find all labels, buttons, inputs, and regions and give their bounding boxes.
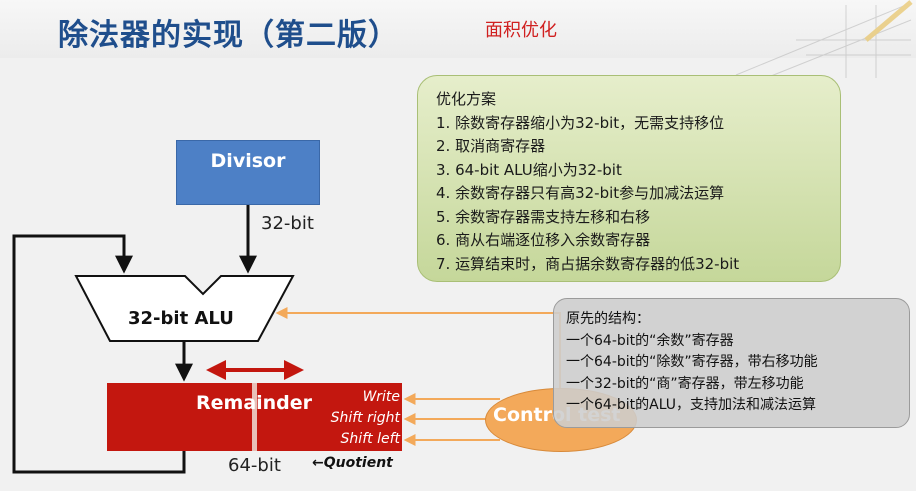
op-shift-right-label: Shift right [330,410,400,426]
page-subtitle: 面积优化 [485,20,557,41]
title-bar: 除法器的实现（第二版） 面积优化 [0,0,916,79]
optimization-item: 3. 64-bit ALU缩小为32-bit [436,160,622,179]
decorative-sketch [735,0,913,79]
page-title: 除法器的实现（第二版） [58,18,399,53]
optimization-item: 7. 运算结束时，商占据余数寄存器的低32-bit [436,254,740,273]
optimization-item: 4. 余数寄存器只有高32-bit参与加减法运算 [436,184,725,202]
remainder-divider [252,383,257,451]
original-structure-item: 一个64-bit的“余数”寄存器 [566,332,734,349]
original-structure-item: 一个64-bit的“除数”寄存器，带右移功能 [566,354,818,370]
op-write-label: Write [362,389,400,405]
optimization-panel: 优化方案 1. 除数寄存器缩小为32-bit，无需支持移位 2. 取消商寄存器 … [417,75,841,282]
divisor-width-label: 32-bit [261,213,314,234]
original-structure-item: 一个64-bit的ALU，支持加法和减法运算 [566,397,817,413]
optimization-item: 5. 余数寄存器需支持左移和右移 [436,207,651,226]
alu-label: 32-bit ALU [128,308,234,329]
original-structure-item: 一个32-bit的“商”寄存器，带左移功能 [566,375,804,392]
optimization-item: 2. 取消商寄存器 [436,137,546,155]
original-structure-title: 原先的结构： [566,311,650,327]
remainder-width-label: 64-bit [228,455,281,476]
optimization-item: 1. 除数寄存器缩小为32-bit，无需支持移位 [436,113,725,132]
alu-shape [74,275,295,342]
remainder-feedback-loop [12,234,186,474]
optimization-title: 优化方案 [436,90,497,108]
optimization-item: 6. 商从右端逐位移入余数寄存器 [436,231,651,249]
divisor-register: Divisor [176,140,320,205]
quotient-label: ←Quotient [312,455,393,471]
original-structure-panel: 原先的结构： 一个64-bit的“余数”寄存器 一个64-bit的“除数”寄存器… [553,298,910,428]
remainder-label: Remainder [196,392,313,414]
control-to-alu-arrow [275,307,561,392]
op-shift-left-label: Shift left [340,431,400,447]
